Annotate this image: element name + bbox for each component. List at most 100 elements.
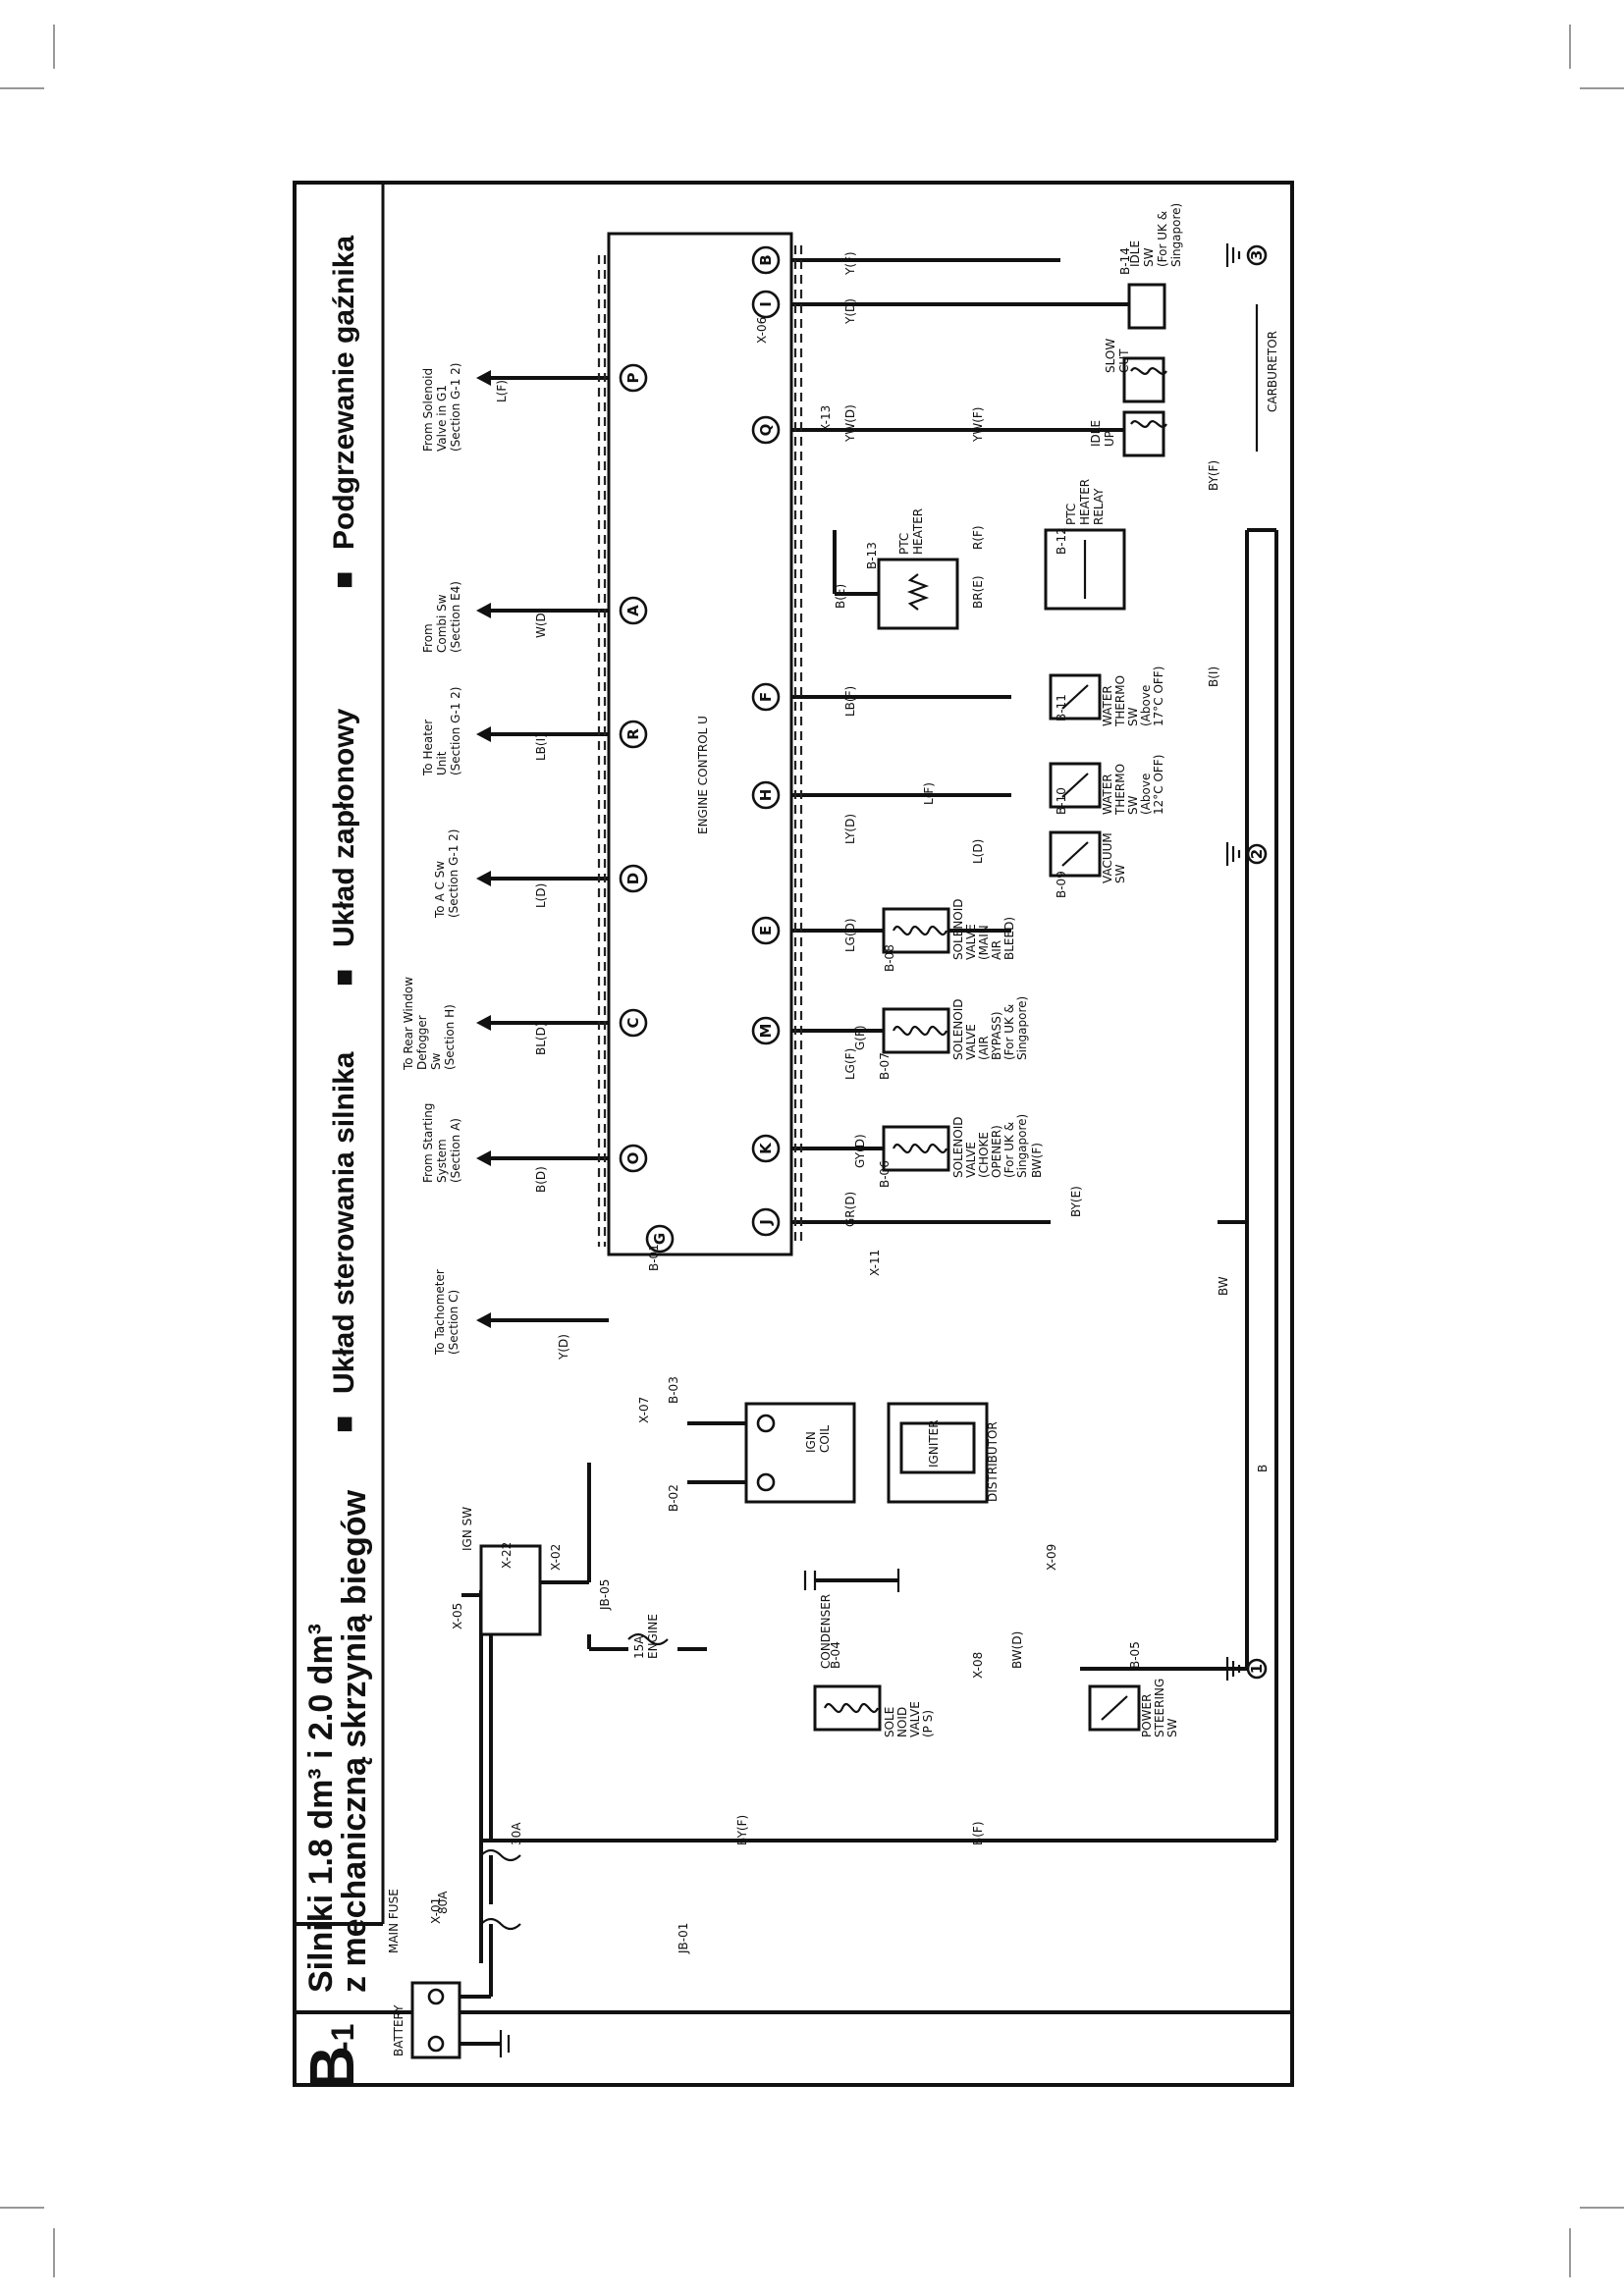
ground-number: 3 <box>1248 250 1266 260</box>
connector-b-09: B-09 <box>1055 871 1068 898</box>
fuse-80a-label: 80A <box>436 1891 450 1914</box>
wire-color-label: BW(F) <box>1030 1143 1044 1178</box>
wire-color-label: BR(E) <box>971 575 985 609</box>
connector-b-04: B-04 <box>829 1641 842 1669</box>
ign-sw-label: IGN SW <box>460 1507 474 1551</box>
sv-choke-label-4: OPENER) <box>990 1125 1003 1178</box>
connector-b-10: B-10 <box>1055 787 1068 815</box>
ecu-terminal-label: A <box>624 605 642 616</box>
water-thermo-2-label-5: 17°C OFF) <box>1152 667 1165 726</box>
wire-color-label: YW(F) <box>971 407 985 443</box>
header-titles: Silniki 1.8 dm³ i 2.0 dm³ z mechaniczną … <box>302 236 373 1993</box>
water-thermo-2-label-1: WATER <box>1101 685 1114 726</box>
wire-color-label: R(F) <box>971 525 985 550</box>
dest-starting-line3: (Section A) <box>449 1118 462 1183</box>
sv-bypass-label-2: VALVE <box>964 1024 978 1060</box>
connector-b-11: B-11 <box>1055 694 1068 721</box>
dest-starting-line1: From Starting <box>421 1103 435 1183</box>
ecu-terminal-b: B <box>751 245 781 275</box>
ground-symbols: 1 2 3 <box>1225 243 1268 1681</box>
wire-color-label: BY(F) <box>735 1815 749 1845</box>
ecu-terminal-k: K <box>751 1134 781 1163</box>
connector-b-01: B-01 <box>647 1244 661 1271</box>
main-fuse: MAIN FUSE 80A 30A <box>387 1822 523 1997</box>
dest-combi-line2: Combi Sw <box>435 594 449 653</box>
ptc-heater-relay: PTC HEATER RELAY <box>1044 479 1126 611</box>
ecu-terminal-o: O <box>619 1144 648 1173</box>
connector-x-13: X-13 <box>819 405 833 432</box>
sv-choke-label-5: (For UK & <box>1002 1122 1016 1178</box>
sv-main-air-label-5: BLEED) <box>1002 917 1016 960</box>
connector-b-05: B-05 <box>1128 1641 1142 1669</box>
wire-color-solenoid: L(F) <box>495 380 509 402</box>
crop-marks <box>0 25 1624 2277</box>
idle-sw-label-4: Singapore) <box>1169 203 1183 267</box>
slow-cut-label-1: SLOW <box>1104 339 1117 373</box>
idle-sw-label-3: (For UK & <box>1156 211 1169 267</box>
engine-fuse: 15A ENGINE <box>589 1614 707 1659</box>
connector-b-13: B-13 <box>865 542 879 569</box>
ecu-terminal-g: G <box>645 1224 675 1254</box>
ecu-terminal-label: B <box>757 254 775 265</box>
connector-x-22: X-22 <box>500 1542 514 1569</box>
distributor: IGNITER DISTRIBUTOR <box>887 1402 1000 1504</box>
sole-valve-ps-label-1: SOLE <box>883 1707 896 1737</box>
condenser-label: CONDENSER <box>819 1594 833 1669</box>
dest-ac-line1: To A C Sw <box>433 861 447 919</box>
sv-main-air-label-3: (MAIN <box>977 925 991 960</box>
dest-defogger-line4: (Section H) <box>443 1004 457 1070</box>
slow-cut-label-2: CUT <box>1117 348 1131 373</box>
connector-jb-05: JB-05 <box>598 1579 612 1611</box>
top-destination-leads <box>476 255 609 1328</box>
water-thermo-2-label-2: THERMO <box>1113 675 1127 727</box>
dest-heater-line2: Unit <box>435 751 449 775</box>
water-thermo-2-label-4: (Above <box>1139 685 1153 726</box>
sv-bypass-label-6: Singapore) <box>1015 996 1029 1060</box>
wire-color-label: BY(E) <box>1069 1186 1083 1217</box>
wire-color-label: GY(D) <box>853 1134 867 1168</box>
wire-color-label: BW(D) <box>1010 1631 1024 1669</box>
wire-color-label: LG(F) <box>843 1048 857 1080</box>
water-thermo-1-label-1: WATER <box>1101 774 1114 815</box>
ptc-relay-label-2: HEATER <box>1078 479 1092 525</box>
wire-color-defogger: BL(D) <box>534 1022 548 1055</box>
dest-defogger-line3: Sw <box>429 1052 443 1070</box>
wire-color-combi: W(D) <box>534 609 548 638</box>
water-thermo-1-label-5: 12°C OFF) <box>1152 755 1165 815</box>
dest-defogger-line1: To Rear Window <box>402 977 415 1071</box>
connector-b-07: B-07 <box>878 1052 892 1080</box>
section-bullet-2: ■ <box>328 969 360 987</box>
ecu-terminal-label: E <box>757 926 775 935</box>
wire-color-label: G(F) <box>853 1025 867 1050</box>
wire-color-label: B(E) <box>834 584 847 609</box>
ground-symbol: 3 <box>1225 243 1268 267</box>
sv-main-air-label-2: VALVE <box>964 924 978 960</box>
wire-color-label: B(F) <box>971 1822 985 1846</box>
ecu-terminal-label: O <box>624 1152 642 1165</box>
ground-symbol: 2 <box>1225 842 1268 866</box>
ecu-terminal-i: I <box>751 290 781 319</box>
connector-jb-01: JB-01 <box>677 1923 690 1954</box>
power-steering-sw-label-3: SW <box>1165 1718 1179 1737</box>
ecu-terminal-label: J <box>757 1219 775 1226</box>
connector-b-03: B-03 <box>667 1376 680 1404</box>
section-title-ignition: Układ zapłonowy <box>328 708 360 947</box>
sv-main-air-label-1: SOLENOID <box>951 898 965 960</box>
connector-b-12: B-12 <box>1055 527 1068 555</box>
ecu-terminal-r: R <box>619 720 648 749</box>
ground-symbol: 1 <box>1225 1657 1268 1681</box>
ecu-terminal-label: K <box>757 1142 775 1154</box>
ecu-terminal-d: D <box>619 864 648 893</box>
ecu-terminal-p: P <box>619 363 648 393</box>
wire-color-heater: LB(I) <box>534 733 548 761</box>
dest-solenoid-line2: Valve in G1 <box>435 385 449 452</box>
dest-combi-line1: From <box>421 623 435 653</box>
